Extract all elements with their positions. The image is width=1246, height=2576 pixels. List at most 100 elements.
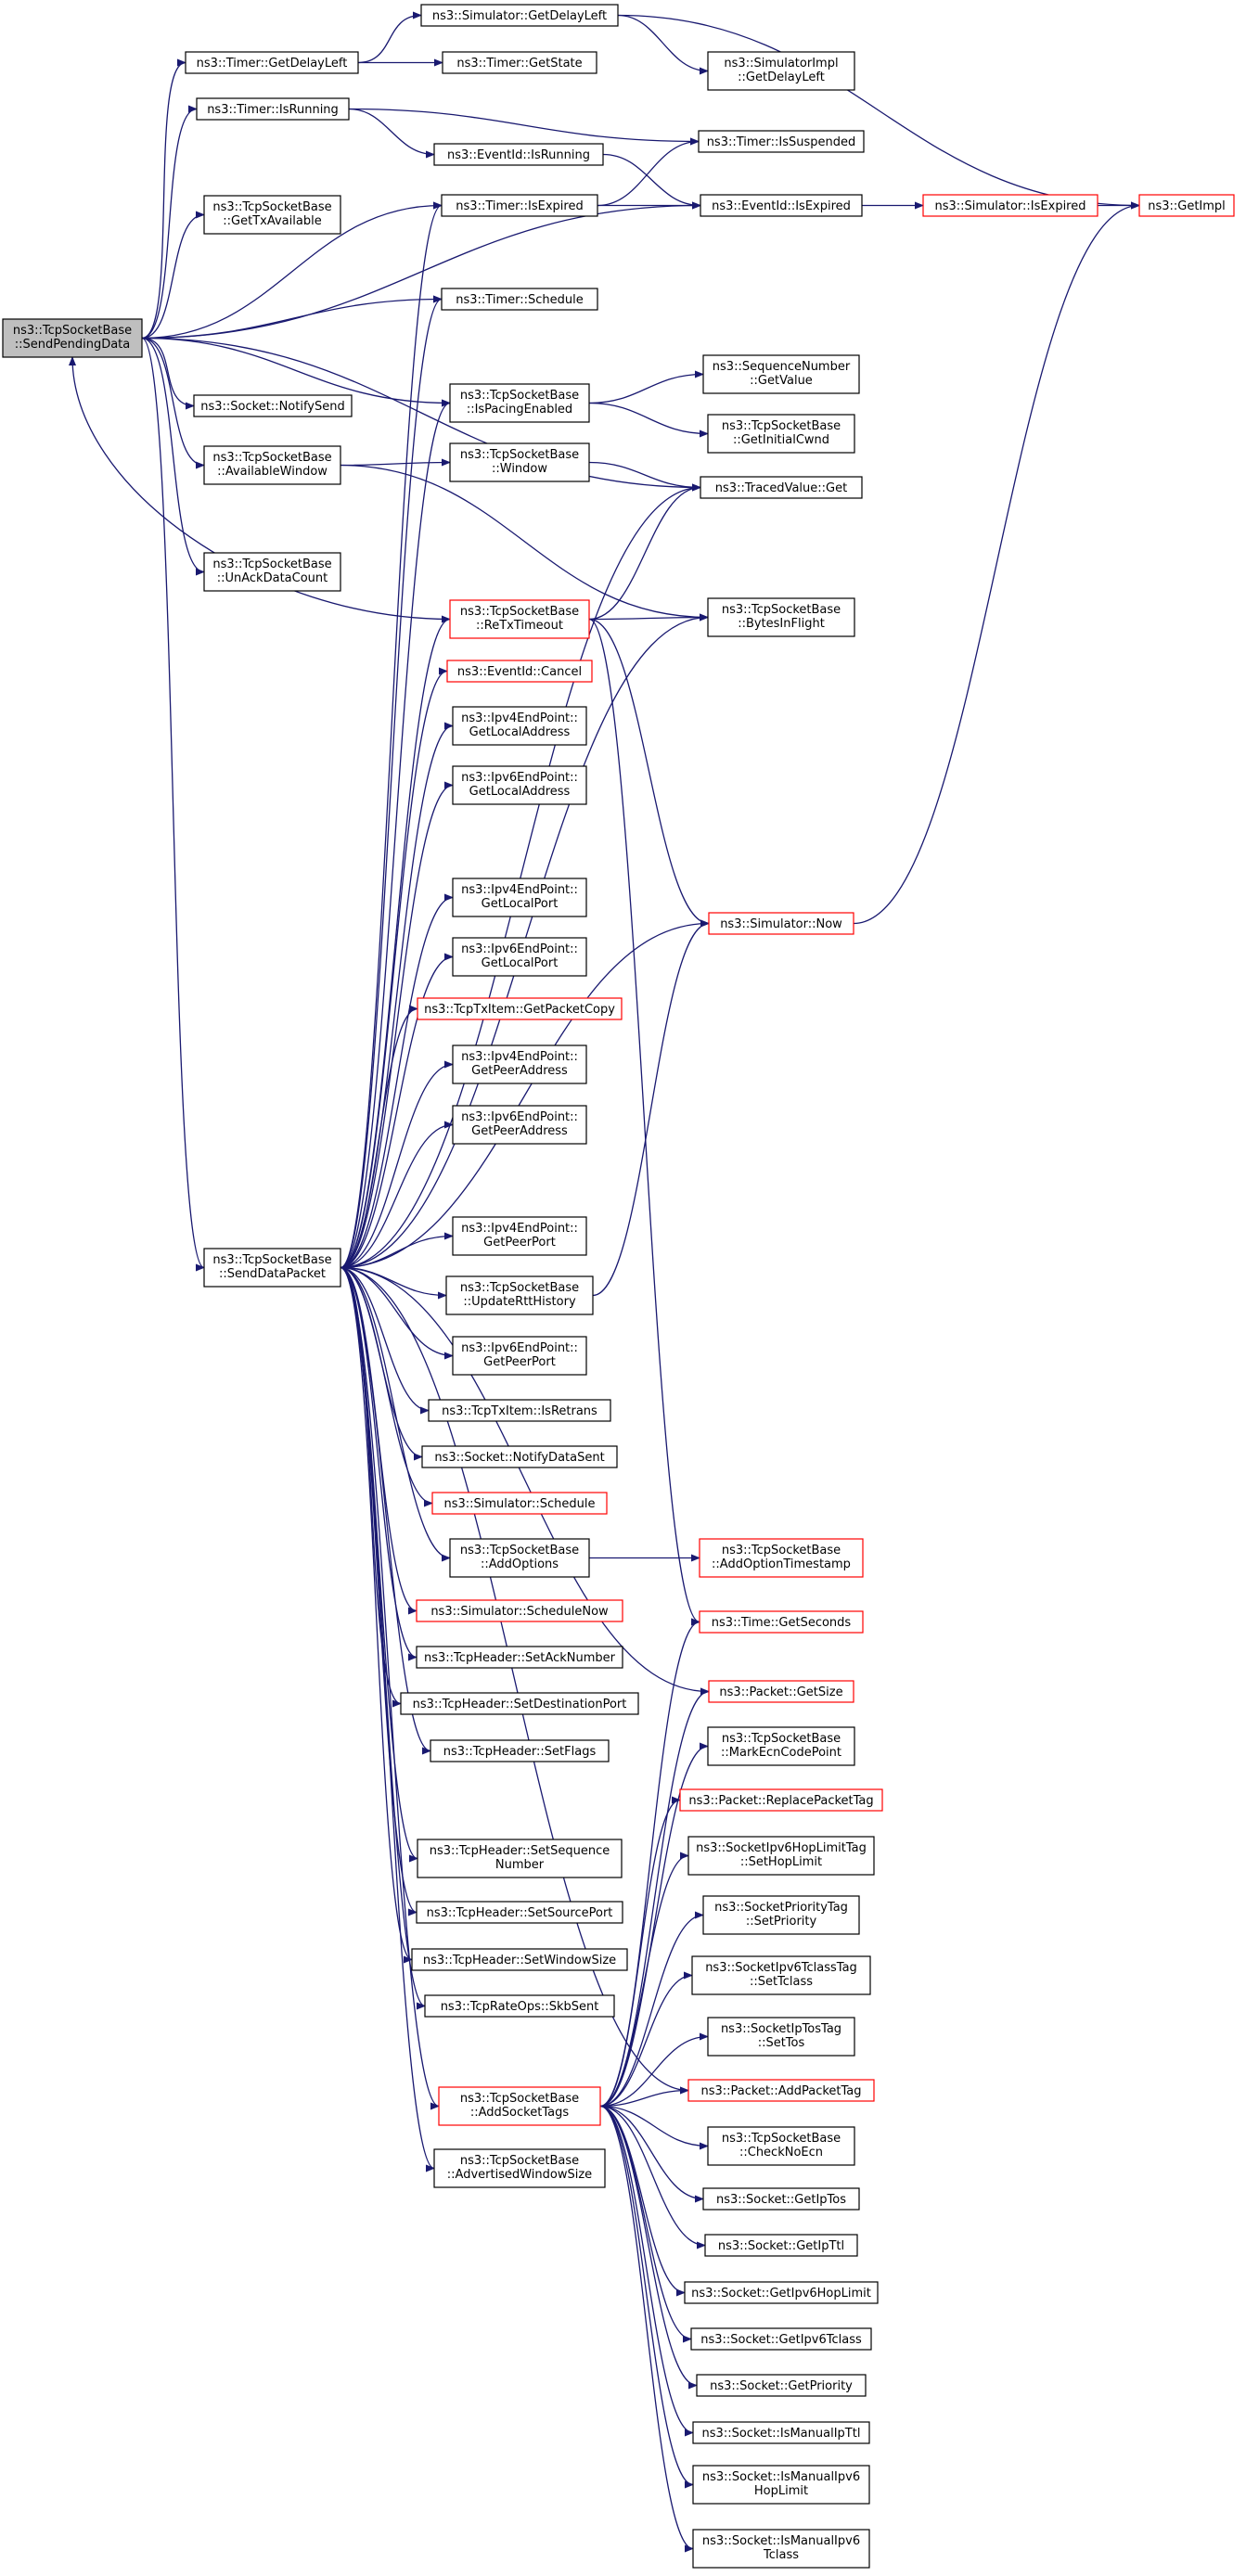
node-unAckDataCount[interactable]: ns3::TcpSocketBase::UnAckDataCount [203,552,341,592]
node-setFlags[interactable]: ns3::TcpHeader::SetFlags [430,1739,610,1762]
node-timerSchedule[interactable]: ns3::Timer::Schedule [441,288,598,311]
node-setSourcePort[interactable]: ns3::TcpHeader::SetSourcePort [416,1901,623,1924]
node-advertisedWindowSize[interactable]: ns3::TcpSocketBase::AdvertisedWindowSize [433,2148,606,2188]
node-box[interactable] [452,937,587,977]
node-timerIsSuspended[interactable]: ns3::Timer::IsSuspended [698,130,865,153]
node-ipv4GetPeerAddress[interactable]: ns3::Ipv4EndPoint::GetPeerAddress [452,1044,587,1084]
node-simNow[interactable]: ns3::Simulator::Now [708,912,854,935]
node-box[interactable] [203,195,341,235]
node-box[interactable] [692,2465,870,2505]
node-simSchedule[interactable]: ns3::Simulator::Schedule [431,1492,608,1515]
node-markEcnCodePoint[interactable]: ns3::TcpSocketBase::MarkEcnCodePoint [707,1726,855,1766]
node-box[interactable] [452,765,587,805]
node-box[interactable] [196,97,350,121]
node-box[interactable] [400,1692,639,1715]
node-tracedValueGet[interactable]: ns3::TracedValue::Get [700,476,863,499]
node-box[interactable] [699,1538,864,1578]
node-simGetDelayLeft[interactable]: ns3::Simulator::GetDelayLeft [420,4,619,27]
node-setDestinationPort[interactable]: ns3::TcpHeader::SetDestinationPort [400,1692,639,1715]
node-box[interactable] [438,2086,601,2126]
node-box[interactable] [185,51,359,74]
node-getIpTos[interactable]: ns3::Socket::GetIpTos [702,2187,860,2211]
node-packetGetSize[interactable]: ns3::Packet::GetSize [708,1680,854,1703]
node-box[interactable] [696,2374,867,2397]
node-isManualIpTtl[interactable]: ns3::Socket::IsManualIpTtl [692,2421,870,2444]
node-box[interactable] [707,2126,855,2166]
node-box[interactable] [707,414,855,454]
node-setTclass[interactable]: ns3::SocketIpv6TclassTag::SetTclass [691,1955,871,1995]
node-box[interactable] [707,1726,855,1766]
node-box[interactable] [708,912,854,935]
node-box[interactable] [203,552,341,592]
node-box[interactable] [424,1994,615,2018]
node-timerGetDelayLeft[interactable]: ns3::Timer::GetDelayLeft [185,51,359,74]
node-timerIsRunning[interactable]: ns3::Timer::IsRunning [196,97,350,121]
node-box[interactable] [698,130,865,153]
node-box[interactable] [449,1538,590,1578]
node-box[interactable] [684,2281,879,2304]
node-box[interactable] [433,2148,606,2188]
node-box[interactable] [707,51,855,91]
node-box[interactable] [452,706,587,746]
node-getIpv6HopLimit[interactable]: ns3::Socket::GetIpv6HopLimit [684,2281,879,2304]
node-setAckNumber[interactable]: ns3::TcpHeader::SetAckNumber [416,1646,623,1669]
node-getIpv6Tclass[interactable]: ns3::Socket::GetIpv6Tclass [690,2327,872,2351]
node-setWindowSize[interactable]: ns3::TcpHeader::SetWindowSize [411,1948,628,1971]
node-box[interactable] [416,1599,623,1622]
node-ipv6GetPeerPort[interactable]: ns3::Ipv6EndPoint::GetPeerPort [452,1336,587,1376]
node-box[interactable] [446,660,593,683]
node-box[interactable] [203,1248,341,1288]
node-box[interactable] [1138,194,1235,217]
node-box[interactable] [193,394,353,417]
node-box[interactable] [700,476,863,499]
node-sendDataPacket[interactable]: ns3::TcpSocketBase::SendDataPacket [203,1248,341,1288]
node-box[interactable] [702,2187,860,2211]
node-box[interactable] [442,51,597,74]
node-box[interactable] [411,1948,628,1971]
node-box[interactable] [2,318,143,358]
node-box[interactable] [416,1646,623,1669]
node-timerGetState[interactable]: ns3::Timer::GetState [442,51,597,74]
node-addOptions[interactable]: ns3::TcpSocketBase::AddOptions [449,1538,590,1578]
node-box[interactable] [431,1492,608,1515]
node-notifyDataSent[interactable]: ns3::Socket::NotifyDataSent [421,1445,618,1468]
node-addOptionTimestamp[interactable]: ns3::TcpSocketBase::AddOptionTimestamp [699,1538,864,1578]
node-box[interactable] [687,1836,875,1876]
node-box[interactable] [452,1336,587,1376]
node-replacePacketTag[interactable]: ns3::Packet::ReplacePacketTag [679,1788,883,1812]
node-box[interactable] [452,1105,587,1145]
node-eventIdIsRunning[interactable]: ns3::EventId::IsRunning [433,143,604,166]
node-box[interactable] [428,1399,611,1422]
node-ipv4GetLocalAddress[interactable]: ns3::Ipv4EndPoint::GetLocalAddress [452,706,587,746]
node-box[interactable] [690,2327,872,2351]
node-getPacketCopy[interactable]: ns3::TcpTxItem::GetPacketCopy [417,997,623,1020]
node-box[interactable] [452,878,587,917]
node-addSocketTags[interactable]: ns3::TcpSocketBase::AddSocketTags [438,2086,601,2126]
node-box[interactable] [704,2234,858,2257]
node-box[interactable] [452,1216,587,1256]
node-box[interactable] [679,1788,883,1812]
node-box[interactable] [707,597,855,637]
node-getTxAvailable[interactable]: ns3::TcpSocketBase::GetTxAvailable [203,195,341,235]
node-scheduleNow[interactable]: ns3::Simulator::ScheduleNow [416,1599,623,1622]
node-box[interactable] [449,599,590,639]
node-box[interactable] [441,288,598,311]
node-ipv4GetLocalPort[interactable]: ns3::Ipv4EndPoint::GetLocalPort [452,878,587,917]
node-box[interactable] [449,442,590,482]
node-getInitialCwnd[interactable]: ns3::TcpSocketBase::GetInitialCwnd [707,414,855,454]
node-box[interactable] [417,1839,623,1878]
node-box[interactable] [417,997,623,1020]
node-window[interactable]: ns3::TcpSocketBase::Window [449,442,590,482]
node-box[interactable] [702,354,860,394]
node-addPacketTag[interactable]: ns3::Packet::AddPacketTag [687,2079,875,2102]
node-setHopLimit[interactable]: ns3::SocketIpv6HopLimitTag::SetHopLimit [687,1836,875,1876]
node-box[interactable] [430,1739,610,1762]
node-box[interactable] [702,1895,860,1935]
node-box[interactable] [420,4,619,27]
node-timerIsExpired[interactable]: ns3::Timer::IsExpired [441,194,598,217]
node-simImplGetDelayLeft[interactable]: ns3::SimulatorImpl::GetDelayLeft [707,51,855,91]
node-eventIdCancel[interactable]: ns3::EventId::Cancel [446,660,593,683]
node-box[interactable] [699,1610,864,1634]
node-timeGetSeconds[interactable]: ns3::Time::GetSeconds [699,1610,864,1634]
node-box[interactable] [421,1445,618,1468]
